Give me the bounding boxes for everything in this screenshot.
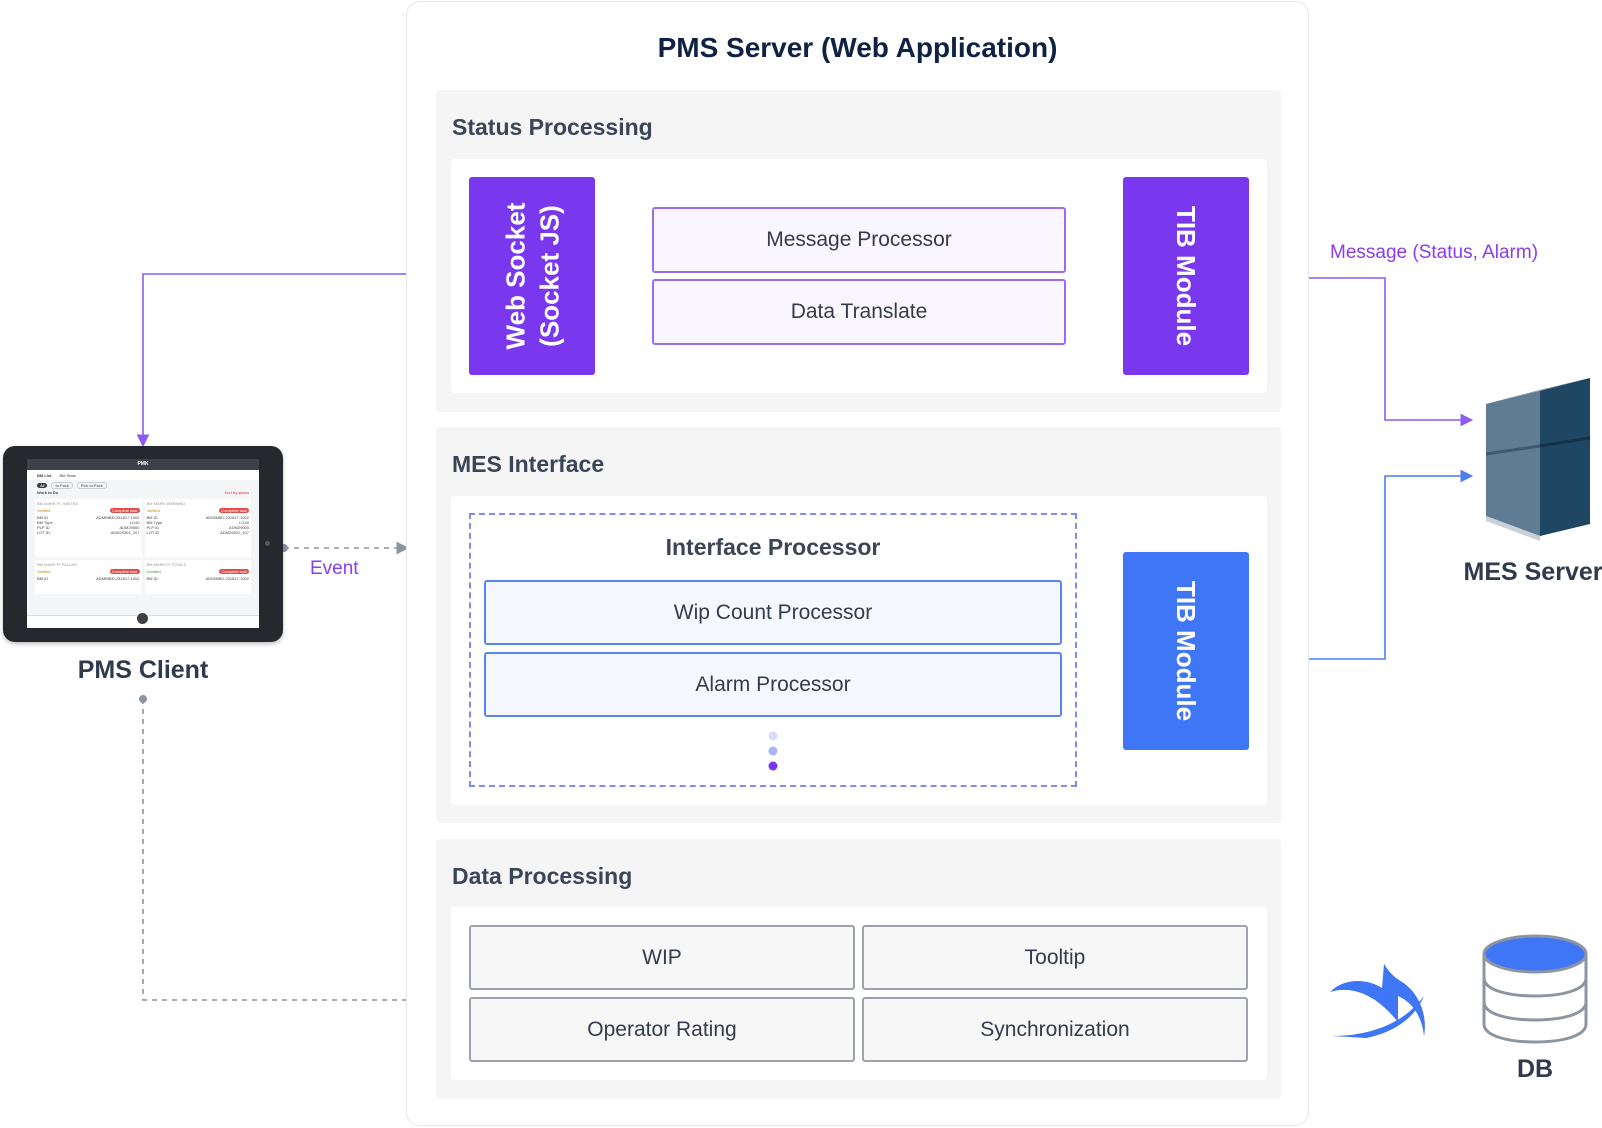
card-button[interactable]: Complete task — [109, 569, 140, 574]
card-header: BM MARK WARNING — [146, 501, 186, 506]
db-label: DB — [1516, 1055, 1554, 1083]
status-processing-title: Status Processing — [452, 114, 653, 140]
pms-server-title: PMS Server (Web Application) — [657, 32, 1058, 63]
tablet-icon: PMK BM List BM Stats All In Pack Pick to… — [3, 446, 283, 642]
app-section: Work to Do Sort by status — [27, 490, 259, 499]
field-value: ADMINBD-231817-1002 — [96, 576, 140, 581]
tablet-camera — [265, 541, 270, 546]
mes-server-label: MES Server — [1463, 558, 1602, 586]
client-data-line — [142, 699, 440, 1007]
field-value: ADMINBD-231817-1002 — [205, 515, 249, 520]
card-header: BM MARK PI- WAITED — [37, 501, 79, 506]
card-status: Verified — [37, 508, 51, 513]
field-label: BM ID — [146, 515, 158, 520]
field-label: PLP ID — [37, 525, 50, 530]
wip-box: WIP — [469, 925, 855, 990]
card-grid: BM MARK PI- WAITED Verified Complete tas… — [27, 499, 259, 594]
field-value: ADM29301_107 — [110, 530, 140, 535]
data-processing-title: Data Processing — [452, 863, 633, 889]
field-value: ADMINBD-231817-1002 — [96, 515, 140, 520]
task-card[interactable]: BM MARK WARNING Verified Complete task B… — [144, 499, 251, 557]
tib-module-status: TIB Module — [1123, 177, 1249, 375]
app-header: PMK — [27, 459, 259, 470]
task-card[interactable]: BM MARK PI TOTALS Created Complete task … — [144, 560, 251, 594]
app-bottom-bar — [27, 613, 259, 628]
message-processor-box: Message Processor — [652, 207, 1066, 273]
more-dots-icon — [768, 731, 778, 771]
field-label: BM ID — [37, 576, 49, 581]
task-card[interactable]: BM MARK PI PALLAR Verified Complete task… — [35, 560, 142, 594]
field-value: LG40 — [129, 520, 140, 525]
field-label: BM ID — [37, 515, 49, 520]
alarm-processor-box: Alarm Processor — [484, 652, 1062, 717]
app-filters: All In Pack Pick to Pack — [27, 480, 259, 490]
tib-module-status-label: TIB Module — [1171, 205, 1201, 347]
pms-client-label: PMS Client — [77, 656, 209, 684]
websocket-module: Web Socket (Socket JS) — [469, 177, 595, 375]
card-button[interactable]: Complete task — [219, 508, 249, 513]
card-header: BM MARK PI PALLAR — [37, 562, 77, 567]
card-status: Verified — [37, 569, 51, 574]
filter-in-pack[interactable]: In Pack — [51, 481, 73, 489]
field-label: BM ID — [146, 576, 158, 581]
card-header: BM MARK PI TOTALS — [146, 562, 187, 567]
field-value: ADM29301_107 — [220, 530, 249, 535]
tab-bm-stats[interactable]: BM Stats — [59, 472, 76, 478]
home-button[interactable] — [137, 613, 148, 624]
tib-module-interface-label: TIB Module — [1171, 580, 1201, 722]
interface-processor-title: Interface Processor — [665, 534, 881, 560]
database-icon — [1482, 934, 1588, 1044]
field-value: ADMINBD-231817-1002 — [205, 576, 249, 581]
field-label: LOT ID — [37, 530, 50, 535]
field-label: BM Type — [37, 520, 53, 525]
app-name: PMK — [137, 461, 149, 467]
message-label: Message (Status, Alarm) — [1330, 242, 1539, 263]
card-button[interactable]: Complete task — [219, 569, 249, 574]
section-title: Work to Do — [37, 490, 59, 495]
task-card[interactable]: BM MARK PI- WAITED Verified Complete tas… — [35, 499, 142, 557]
tib-module-interface: TIB Module — [1123, 552, 1249, 750]
sync-arrow-icon — [1330, 964, 1425, 1038]
operator-rating-box: Operator Rating — [469, 997, 855, 1062]
field-value: ADM29000 — [228, 525, 249, 530]
filter-pick[interactable]: Pick to Pack — [76, 481, 107, 489]
field-label: LOT ID — [146, 530, 160, 535]
tib-interface-mes-line — [1250, 469, 1474, 660]
tablet-screen: PMK BM List BM Stats All In Pack Pick to… — [27, 459, 259, 628]
tooltip-box: Tooltip — [862, 925, 1248, 990]
filter-all[interactable]: All — [37, 482, 48, 488]
field-value: LG40 — [239, 520, 249, 525]
wip-count-processor-box: Wip Count Processor — [484, 580, 1062, 645]
synchronization-box: Synchronization — [862, 997, 1248, 1062]
field-value: ADM29000 — [119, 525, 140, 530]
server-tower-icon — [1485, 378, 1591, 541]
interface-processor-group — [469, 513, 1077, 787]
mes-interface-title: MES Interface — [452, 451, 605, 477]
tib-status-mes-line — [1250, 277, 1474, 427]
card-status: Verified — [146, 508, 160, 513]
field-label: PLP ID — [146, 525, 160, 530]
websocket-client-line — [136, 273, 465, 448]
card-status: Created — [146, 569, 161, 574]
sort-label[interactable]: Sort by status — [224, 490, 249, 495]
data-translate-box: Data Translate — [652, 279, 1066, 345]
app-tabs: BM List BM Stats — [27, 470, 259, 480]
field-label: BM Type — [146, 520, 163, 525]
event-label: Event — [310, 558, 359, 579]
websocket-module-line1: Web Socket — [500, 202, 530, 350]
tab-bm-list[interactable]: BM List — [37, 472, 52, 478]
card-button[interactable]: Complete task — [109, 508, 140, 513]
websocket-module-line2: (Socket JS) — [534, 205, 564, 347]
